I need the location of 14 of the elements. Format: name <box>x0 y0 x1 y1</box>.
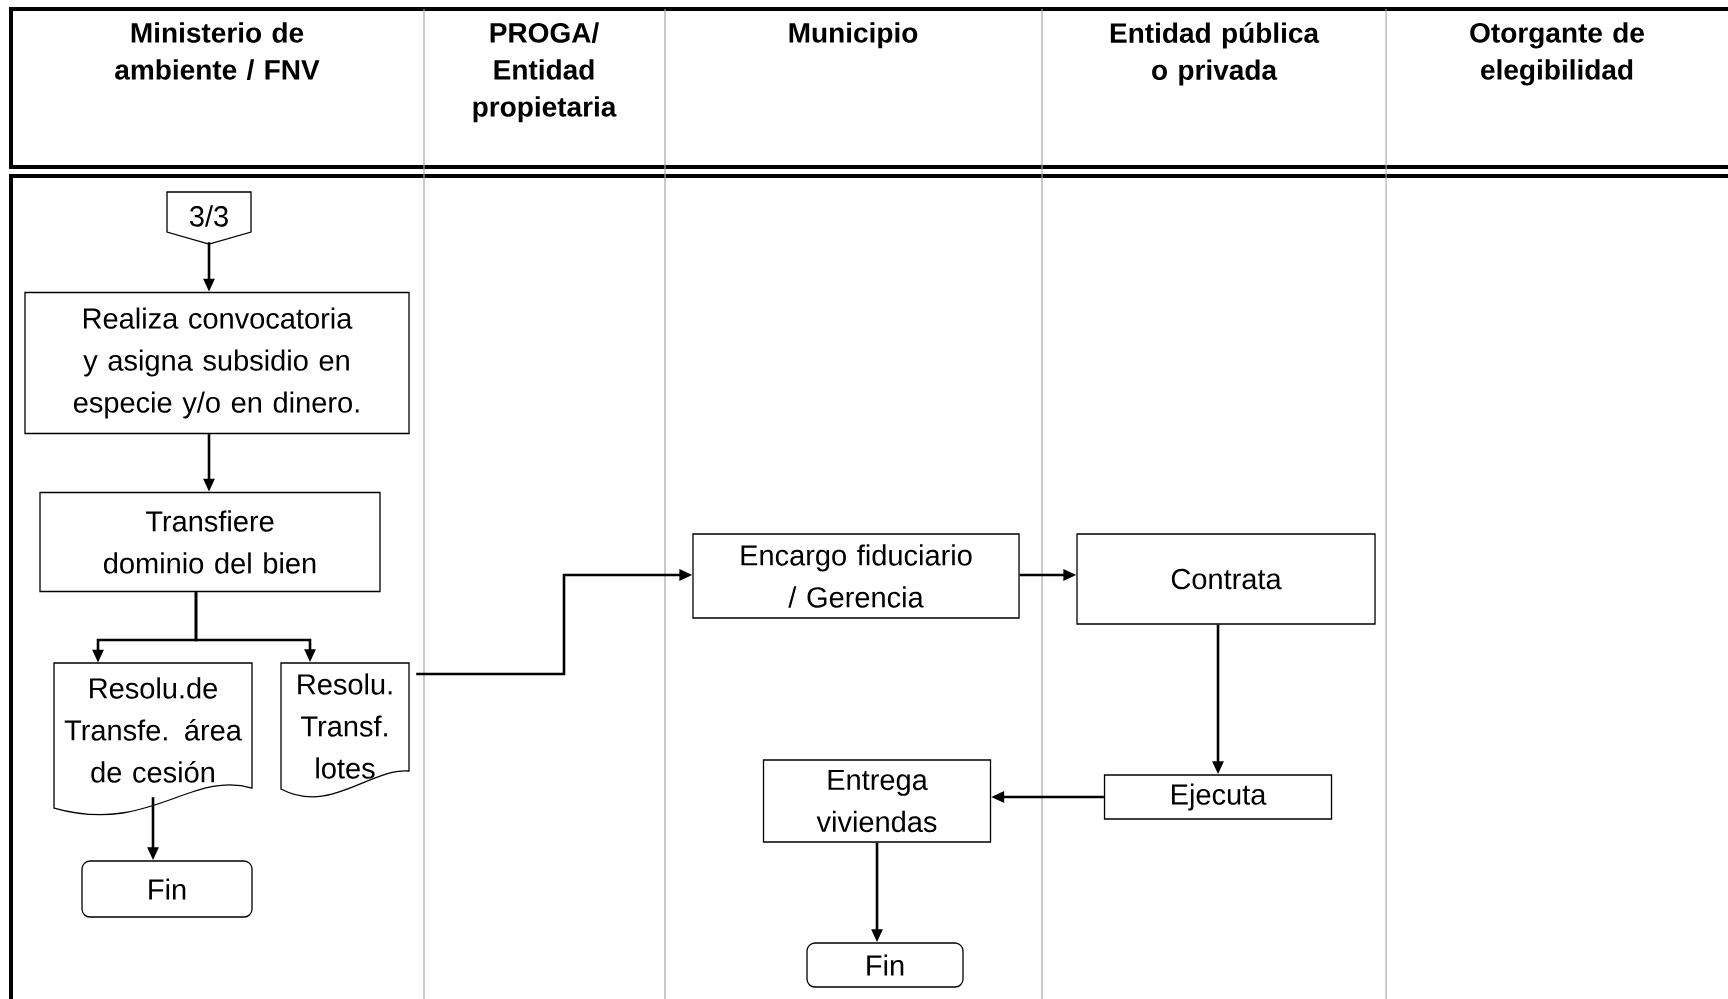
end-terminal: Fin <box>81 860 253 918</box>
process-box: Encargo fiduciario / Gerencia <box>692 533 1020 619</box>
process-box: Realiza convocatoria y asigna subsidio en especie y/o en dinero. <box>24 291 410 435</box>
lane-header: Otorgante de elegibilidad <box>1470 22 1644 86</box>
lane-header: Ministerio de ambiente / FNV <box>115 22 320 81</box>
process-box: Contrata <box>1076 533 1376 625</box>
end-terminal: Fin <box>806 942 964 988</box>
process-box: Transfiere dominio del bien <box>39 491 381 593</box>
lane-header: Municipio <box>789 22 918 49</box>
process-box: Ejecuta <box>1103 774 1333 820</box>
lane-header: PROGA/ Entidad propietaria <box>473 22 617 123</box>
process-box: Entrega viviendas <box>762 759 992 843</box>
off-page-connector: 3/3 <box>166 191 252 245</box>
lane-header: Entidad pública o privada <box>1110 22 1320 86</box>
